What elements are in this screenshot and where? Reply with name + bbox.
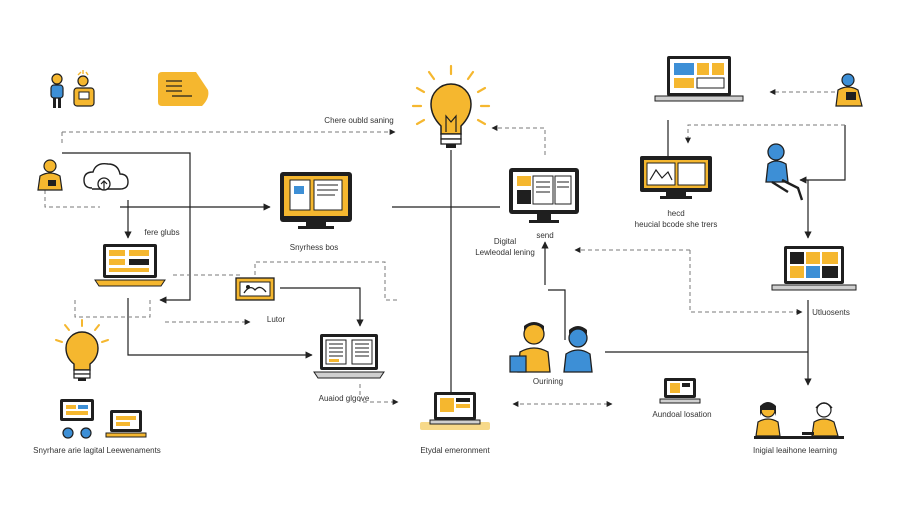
connector-laptop-to-book	[127, 298, 313, 359]
cloud-icon	[83, 162, 129, 191]
laptop-icon	[659, 378, 701, 404]
label-online-sharing: Chere oubld saning	[324, 116, 394, 125]
label-hecd: hecd	[667, 209, 685, 218]
label-audiod-glove: Auaiod glgove	[318, 394, 370, 403]
dashed-top-image	[254, 261, 400, 301]
person-icon	[835, 73, 863, 107]
document-icon	[158, 72, 209, 106]
people-icon	[509, 322, 593, 373]
laptop-icon	[420, 392, 490, 430]
label-fere-glubs: fere glubs	[144, 228, 180, 237]
label-ounning: Ourining	[532, 377, 564, 386]
person-icon	[765, 143, 804, 201]
laptop-icon	[313, 334, 385, 379]
label-bottom-left: Snyrhare arie lagital Leewenaments	[33, 446, 161, 455]
connectors	[44, 89, 846, 420]
label-audiod-location: Aundoal losation	[652, 410, 712, 419]
label-lutor: Lutor	[266, 315, 286, 324]
laptop-icon	[771, 246, 857, 291]
dashed-person-cloud	[44, 190, 100, 208]
lightbulb-icon	[55, 319, 109, 381]
label-leveloadal-leaning: Lewleodal lening	[475, 248, 535, 257]
label-synthesis-tool: Snyrhess bos	[289, 243, 339, 252]
people-icon	[50, 70, 95, 108]
label-unluosents: Utluosents	[812, 308, 850, 317]
connector-image-to-book	[280, 287, 364, 327]
label-heticial-bcode: heucial bcode she trers	[634, 220, 718, 229]
monitor-icon	[509, 168, 579, 223]
connector-people-to-student	[548, 289, 566, 340]
monitor-icon	[280, 172, 352, 229]
dashed-bulb-right	[491, 125, 546, 155]
dashed-right-lower	[689, 250, 803, 315]
label-bottom-right: Inigial leaihone learning	[752, 446, 838, 455]
label-send: send	[536, 231, 554, 240]
laptop-icon	[94, 244, 166, 287]
laptop-icon	[654, 56, 744, 102]
lightbulb-icon	[411, 64, 491, 148]
connector-right-top	[799, 125, 846, 184]
monitor-icon	[640, 156, 712, 199]
person-icon	[37, 159, 63, 191]
people-icon	[754, 402, 844, 439]
dashed-right-mid	[685, 124, 845, 144]
image-frame-icon	[235, 277, 275, 301]
monitor-icon	[60, 399, 94, 439]
dashed-mid-loop	[74, 300, 151, 318]
laptop-icon	[105, 410, 147, 438]
label-digital-environment: Etydal emeronment	[420, 446, 490, 455]
label-digital: Digital	[493, 237, 517, 246]
connector-left-top	[62, 152, 191, 304]
dashed-audio	[359, 384, 399, 405]
